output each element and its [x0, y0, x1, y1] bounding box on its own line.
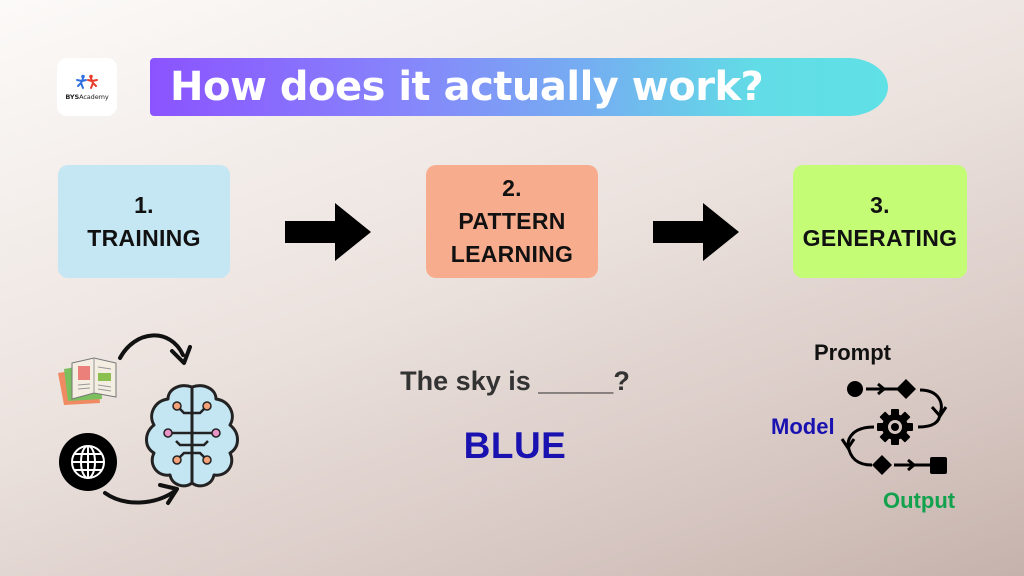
example-question: The sky is _____?: [400, 366, 630, 396]
brain-circuit-icon: [145, 384, 239, 488]
step-label-line1: PATTERN: [458, 208, 566, 234]
model-label: Model: [771, 414, 835, 439]
step-training: 1. TRAINING: [58, 165, 230, 278]
curved-arrow-icon: [118, 333, 192, 365]
prompt-label: Prompt: [814, 340, 891, 365]
step-number: 1.: [134, 191, 154, 218]
diamond-node-icon: [872, 455, 892, 475]
step-label: TRAINING: [87, 224, 201, 251]
page-title: How does it actually work?: [170, 64, 764, 110]
arrow-right-icon: [285, 203, 371, 261]
step-number: 2.: [502, 175, 522, 201]
example-answer: BLUE: [463, 425, 567, 466]
output-label: Output: [883, 488, 956, 513]
bys-academy-logo: BYSAcademy: [57, 58, 117, 116]
circle-node-icon: [847, 381, 863, 397]
diamond-node-icon: [896, 379, 916, 399]
training-illustration: [58, 333, 239, 505]
step-number: 3.: [870, 191, 890, 218]
step-label-line2: LEARNING: [450, 241, 574, 267]
workflow-diagram: [840, 379, 948, 475]
step-label: GENERATING: [802, 224, 958, 251]
book-stack-icon: [58, 357, 117, 405]
curved-arrow-icon: [103, 483, 179, 505]
logo-text: BYSAcademy: [65, 92, 109, 101]
square-node-icon: [930, 457, 947, 474]
step-generating: 3. GENERATING: [793, 165, 967, 278]
gear-icon: [877, 409, 913, 445]
title-banner: How does it actually work?: [150, 58, 888, 116]
arrow-right-icon: [653, 203, 739, 261]
globe-icon: [59, 433, 117, 491]
step-pattern-learning: 2. PATTERN LEARNING: [426, 165, 598, 278]
people-logo-icon: [76, 74, 98, 89]
